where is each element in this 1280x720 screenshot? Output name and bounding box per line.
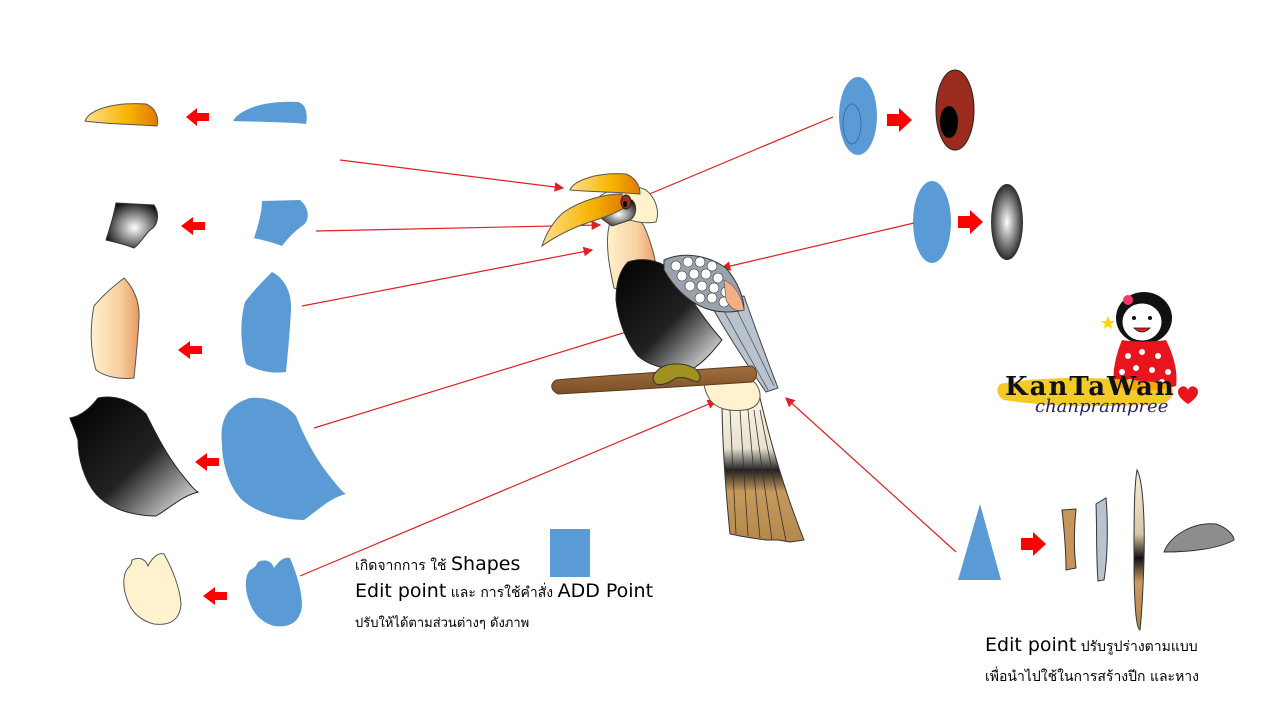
caption-1-english: Shapes [451,553,521,575]
logo-flower-icon [1123,295,1133,305]
neck-shape-gradient [90,277,140,379]
logo-girl-dress [1113,340,1177,391]
caption-2-thai: และ การใช้คำสั่ง [450,585,554,601]
face-shape-blue [254,200,308,246]
red-arrow-icon [186,108,209,126]
caption-line-1: เกิดจากการ ใช้ Shapes [355,553,520,577]
square-shape-blue [550,529,590,577]
triangle-shape-blue [958,504,1001,580]
red-arrow-icon [178,341,202,359]
logo-girl-face [1121,302,1163,342]
egg-shape-blue [913,181,951,263]
caption-1-thai: เกิดจากการ ใช้ [355,558,447,574]
bird-casque [569,173,641,195]
logo-script-text: chanprampree [1035,396,1169,417]
red-arrow-icon [1021,532,1046,556]
bird-primary-feathers [707,295,779,393]
body-shape-gradient [69,396,200,517]
bird-feet [652,363,701,385]
tail-stick [1133,468,1145,631]
caption-2-english-b: ADD Point [557,580,654,602]
kantawan-logo [997,292,1198,407]
feather-tan [1061,508,1077,571]
hornbill-bird [541,173,805,543]
bird-tail [721,397,805,543]
eye-shape-blue [839,77,877,155]
bird-shoulder-patch [723,279,745,311]
red-arrow-icon [195,453,219,471]
logo-heart-icon [1178,386,1198,404]
caption-line-3: ปรับให้ได้ตามส่วนต่างๆ ดังภาพ [355,616,530,631]
grey-half-oval [1163,523,1235,553]
face-shape-gradient [105,202,158,249]
caption-line-2: Edit point และ การใช้คำสั่ง ADD Point [355,580,653,604]
logo-star-icon [1101,316,1115,329]
casque-shape-yellow [84,103,159,127]
red-arrow-icon [887,108,912,132]
eye-inner-outline [842,103,862,145]
caption-2-english: Edit point [355,580,447,602]
bird-pupil [623,201,627,207]
caption-line-5: เพื่อนำไปใช้ในการสร้างปีก และหาง [985,669,1200,685]
caption-4-thai: ปรับรูปร่างตามแบบ [1080,639,1198,655]
body-shape-blue [221,397,346,520]
belly-shape-blue [245,557,302,627]
eye-pupil [940,106,958,138]
logo-brush-stroke [997,378,1173,407]
red-arrow-icon [203,587,227,605]
red-arrow-icon [958,210,983,234]
red-arrow-icon [181,217,205,235]
eye-shape-red [935,69,975,151]
casque-shape-blue [233,101,307,124]
logo-wordmark: KanTaWan [1005,372,1176,402]
egg-shape-gradient [991,184,1023,260]
caption-4-english: Edit point [985,634,1077,656]
caption-line-4: Edit point ปรับรูปร่างตามแบบ [985,634,1198,658]
bird-beak [541,193,625,248]
neck-shape-blue [241,272,292,373]
feather-grey [1095,497,1108,582]
belly-shape-cream [123,553,182,625]
